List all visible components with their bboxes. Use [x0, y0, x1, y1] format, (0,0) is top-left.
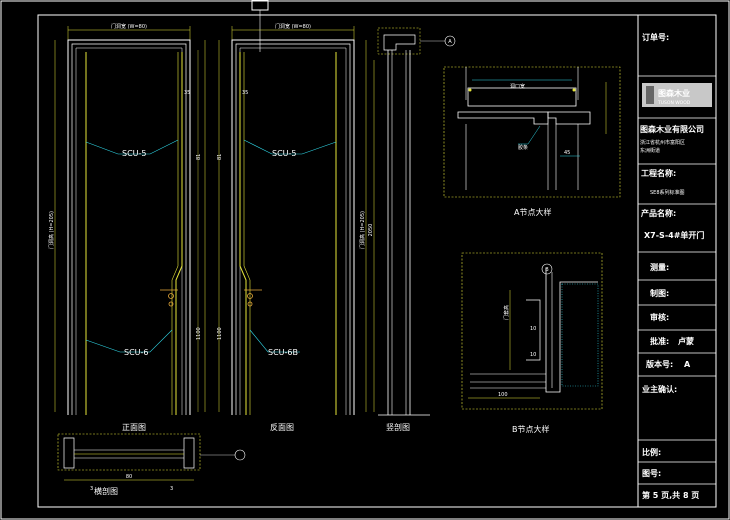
callout-scu5-back: SCU-5 [272, 149, 297, 158]
project-label: 工程名称: [641, 168, 676, 178]
logo-en: TUSON WOOD [657, 100, 691, 106]
product-value: X7-S-4#单开门 [644, 230, 704, 240]
checked-label: 审核: [650, 312, 669, 322]
svg-text:1100: 1100 [217, 327, 223, 340]
marker-a: A [448, 39, 452, 45]
front-title: 正面图 [122, 423, 146, 432]
svg-text:10: 10 [530, 326, 536, 332]
back-view: 门洞宽 (W=80) 81 1100 SCU-5 SCU-6B 门洞高 (H=2… [217, 23, 367, 432]
section-view: A 2050 竖剖图 [368, 27, 456, 432]
detail-a: 洞口宽 胶条 45 A节点大样 [443, 66, 621, 217]
title-block: 订单号: 图森木业 TUSON WOOD 图森木业有限公司 浙江省杭州市富阳区 … [637, 15, 716, 507]
section-height-dim: 2050 [368, 224, 374, 237]
front-view: 门洞宽 (W=80) 门洞高 (H=205) SCU-5 SCU-6 81 11… [48, 23, 206, 432]
svg-text:10: 10 [530, 352, 536, 358]
logo-cn: 图森木业 [658, 88, 690, 98]
approved-value: 卢蒙 [678, 336, 694, 346]
project-value: SE8系列标准图 [650, 189, 685, 196]
back-width-dim: 门洞宽 (W=80) [275, 23, 311, 30]
company-address-1: 浙江省杭州市富阳区 [640, 139, 685, 146]
owner-confirm-label: 业主确认: [642, 384, 677, 394]
front-width-dim: 门洞宽 (W=80) [111, 23, 147, 30]
svg-text:35: 35 [184, 90, 190, 96]
survey-label: 测量: [650, 262, 669, 272]
svg-text:1100: 1100 [196, 327, 202, 340]
cross-right-dim: 3 [170, 486, 173, 492]
approved-label: 批准: [650, 336, 669, 346]
marker-b: B [545, 267, 549, 273]
order-no-label: 订单号: [642, 32, 669, 42]
svg-text:81: 81 [217, 154, 223, 160]
cross-left-dim: 3 [90, 486, 93, 492]
back-title: 反面图 [270, 422, 294, 432]
detail-a-note: 胶条 [518, 144, 528, 151]
svg-text:门套高: 门套高 [503, 305, 510, 320]
svg-text:100: 100 [498, 392, 508, 398]
company-address-2: 东洲街道 [640, 147, 660, 154]
detail-a-title: A节点大样 [514, 207, 551, 217]
product-label: 产品名称: [641, 208, 676, 218]
version-label: 版本号: [645, 359, 673, 369]
inner-border [37, 14, 717, 508]
front-height-dim: 门洞高 (H=205) [48, 211, 55, 249]
callout-scu6: SCU-6 [124, 348, 149, 357]
cross-mid-dim: 80 [126, 474, 132, 480]
scale-label: 比例: [642, 447, 661, 457]
cross-view: 80 3 3 横剖图 [57, 433, 246, 496]
svg-text:45: 45 [564, 150, 570, 156]
section-title: 竖剖图 [386, 422, 410, 432]
detail-b: B 门套高 100 10 10 B节点大样 [461, 252, 603, 434]
svg-text:35: 35 [242, 90, 248, 96]
page-indicator: 第 5 页,共 8 页 [642, 490, 699, 500]
cross-title: 横剖图 [94, 486, 118, 496]
version-value: A [684, 360, 691, 369]
callout-scu6b: SCU-6B [268, 348, 298, 357]
drawing-no-label: 图号: [642, 469, 661, 478]
svg-text:洞口宽: 洞口宽 [510, 83, 525, 90]
company-name: 图森木业有限公司 [640, 124, 704, 134]
callout-scu5-front: SCU-5 [122, 149, 147, 158]
svg-text:81: 81 [196, 154, 202, 160]
drawn-label: 制图: [650, 288, 669, 298]
back-height-dim: 门洞高 (H=205) [359, 211, 366, 249]
detail-b-title: B节点大样 [512, 424, 550, 434]
